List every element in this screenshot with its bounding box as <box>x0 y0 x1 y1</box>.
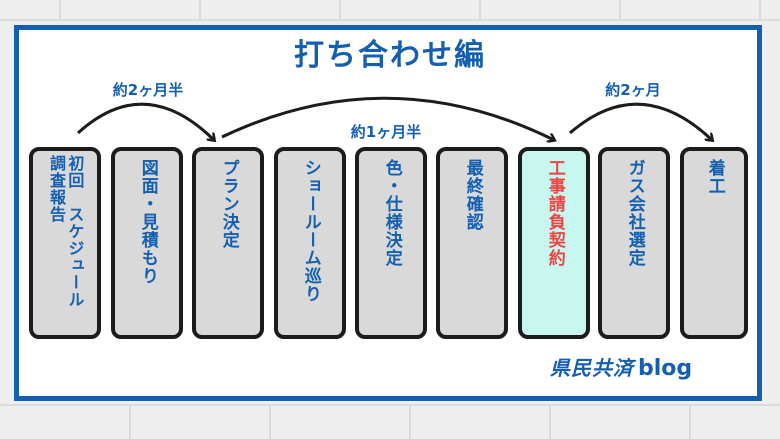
duration-label-2: 約1ヶ月半 <box>350 123 422 141</box>
step-6-label: 最終確認 <box>462 159 483 231</box>
step-box-7: 工事請負契約 <box>518 147 590 339</box>
step-box-6: 最終確認 <box>436 147 508 339</box>
step-1-line-1: 調査報告 <box>47 155 66 223</box>
step-5-label: 色・仕様決定 <box>381 159 402 267</box>
step-box-8: ガス会社選定 <box>598 147 670 339</box>
brand-kanji: 県民共済 <box>550 356 634 380</box>
page-title: 打ち合わせ編 <box>294 38 486 73</box>
step-3-label: プラン決定 <box>218 159 239 249</box>
step-box-2: 図面・見積もり <box>111 147 183 339</box>
step-box-3: プラン決定 <box>192 147 264 339</box>
step-box-4: ショールーム巡り <box>274 147 346 339</box>
step-box-1: 調査報告 初回 スケジュール <box>29 147 101 339</box>
step-9-label: 着工 <box>704 159 725 195</box>
duration-label-3: 約2ヶ月 <box>605 81 661 99</box>
brand-latin: blog <box>638 356 693 381</box>
duration-label-1: 約2ヶ月半 <box>112 81 184 99</box>
step-4-label: ショールーム巡り <box>300 159 321 303</box>
step-8-label: ガス会社選定 <box>624 159 645 267</box>
step-box-5: 色・仕様決定 <box>355 147 427 339</box>
brand-logo: 県民共済 blog <box>550 352 692 382</box>
step-1-line-2: 初回 スケジュール <box>65 155 85 308</box>
step-7-label: 工事請負契約 <box>544 159 565 267</box>
step-box-9: 着工 <box>680 147 748 339</box>
step-2-label: 図面・見積もり <box>137 159 158 285</box>
